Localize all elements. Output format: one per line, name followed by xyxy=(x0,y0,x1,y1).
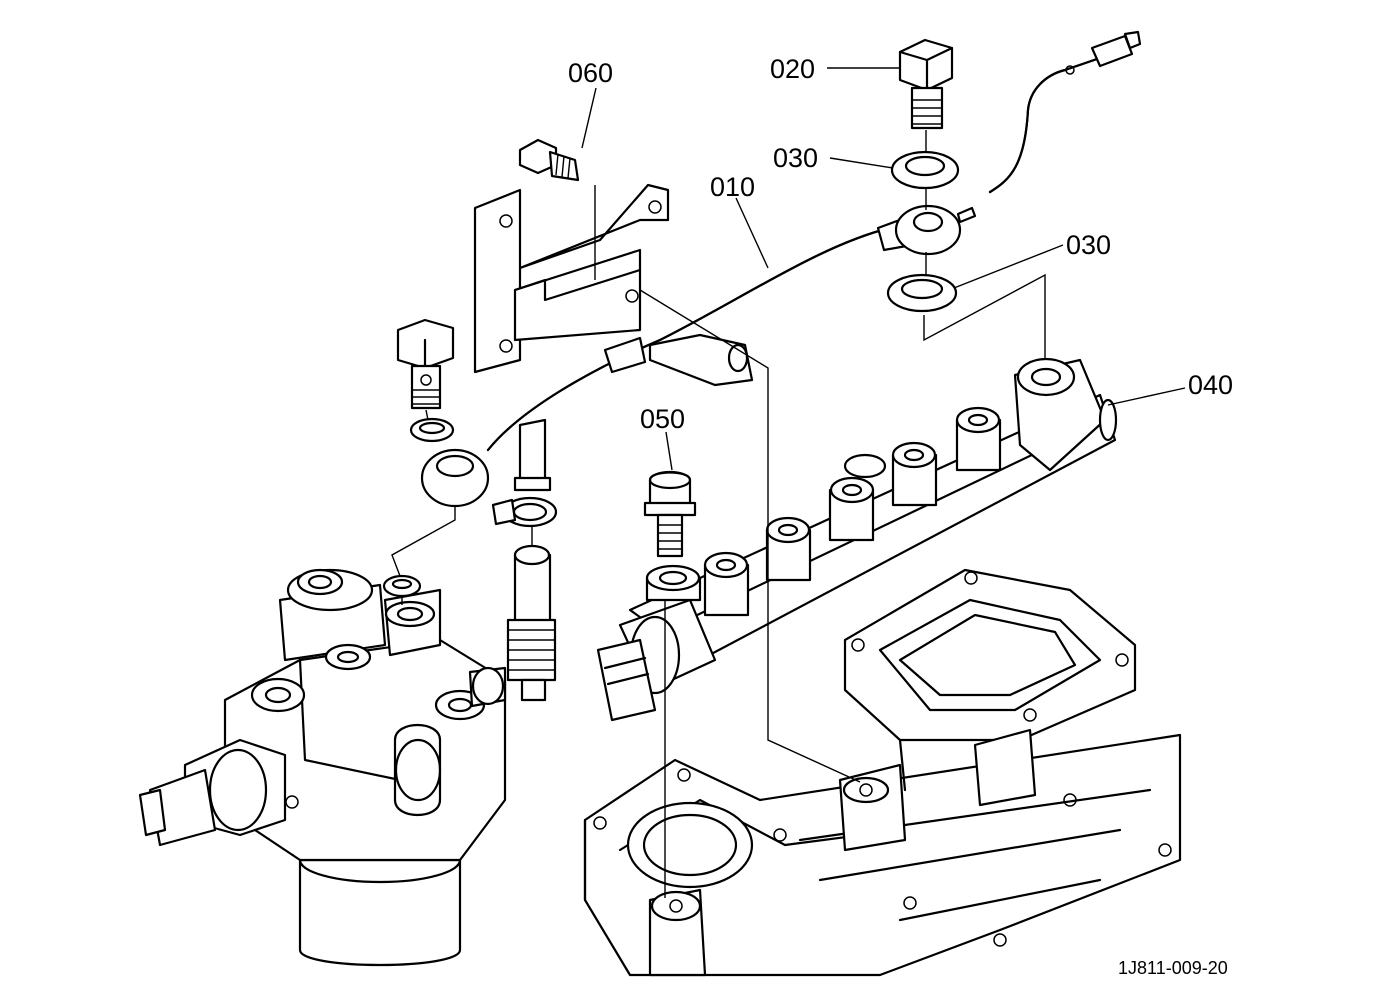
bolt-050 xyxy=(643,470,697,558)
rail-boss xyxy=(891,441,938,507)
washer-030-lower xyxy=(886,273,958,313)
bolt-060 xyxy=(518,138,580,182)
callout-050: 050 xyxy=(640,404,685,434)
banjo-fitting-left xyxy=(420,448,490,508)
rail-boss xyxy=(703,551,750,617)
pump-solenoid xyxy=(138,738,287,847)
banjo-fitting-upper xyxy=(876,204,977,256)
rail-pressure-sensor xyxy=(596,598,717,722)
rail-boss xyxy=(765,516,812,582)
callout-020: 020 xyxy=(770,54,815,84)
washer-030-upper xyxy=(890,150,960,190)
return-hose xyxy=(988,30,1142,194)
callout-060: 060 xyxy=(568,58,613,88)
callout-030-upper: 030 xyxy=(773,143,818,173)
rail-boss xyxy=(828,476,875,542)
drawing-reference-number: 1J811-009-20 xyxy=(1118,958,1228,978)
bolt-020 xyxy=(898,38,954,130)
alignment-lines xyxy=(391,130,1046,898)
cylinder-head-base xyxy=(583,733,1182,977)
washer-left-lower xyxy=(382,574,422,598)
overflow-pipe xyxy=(513,418,552,492)
rail-boss xyxy=(955,406,1002,472)
rail-boss xyxy=(843,453,887,479)
callout-030-lower: 030 xyxy=(1066,230,1111,260)
washer-050 xyxy=(645,564,702,602)
washer-left-upper xyxy=(409,417,455,443)
callout-leaders xyxy=(581,67,1186,471)
fuel-hose xyxy=(506,544,557,702)
callout-010: 010 xyxy=(710,172,755,202)
hose-clamp xyxy=(491,496,558,528)
intake-cover xyxy=(843,568,1137,807)
banjo-bolt-left xyxy=(396,318,455,410)
fuel-pipe-010 xyxy=(486,226,892,452)
bracket xyxy=(473,183,670,374)
callout-040: 040 xyxy=(1188,370,1233,400)
